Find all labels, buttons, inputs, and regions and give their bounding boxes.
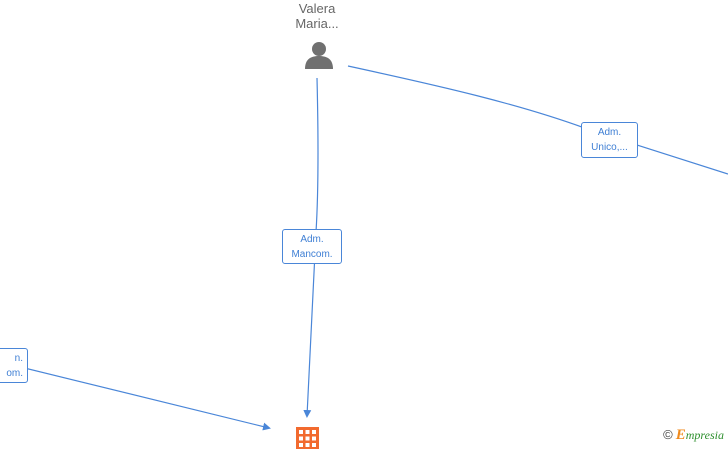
brand-watermark: ©Empresia [663, 427, 724, 444]
edge-label-line2: om. [6, 368, 23, 379]
copyright-icon: © [663, 427, 673, 442]
brand-name: mpresia [685, 428, 724, 442]
edge-label-line1: n. [14, 353, 23, 364]
edge-person-to-company[interactable] [303, 77, 319, 418]
building-icon[interactable] [296, 427, 319, 449]
edge-label-adm-mancom[interactable]: Adm. Mancom. [282, 229, 342, 264]
brand-initial: E [675, 427, 686, 443]
edge-label-adm-unico[interactable]: Adm. Unico,... [581, 122, 638, 158]
edge-label-line1: Adm. [300, 234, 324, 245]
edge-left-to-company[interactable] [0, 361, 271, 431]
person-name-line1: Valera [298, 1, 336, 16]
person-icon[interactable] [305, 42, 333, 69]
edge-label-line2: Mancom. [291, 249, 333, 260]
edge-label-line2: Unico,... [591, 142, 628, 153]
edge-label-left-partial[interactable]: n. om. [0, 348, 28, 383]
edge-person-to-right[interactable] [347, 65, 728, 175]
person-name-line2: Maria... [295, 16, 339, 31]
edge-label-line1: Adm. [597, 127, 622, 138]
person-name[interactable]: Valera Maria... [279, 1, 355, 31]
